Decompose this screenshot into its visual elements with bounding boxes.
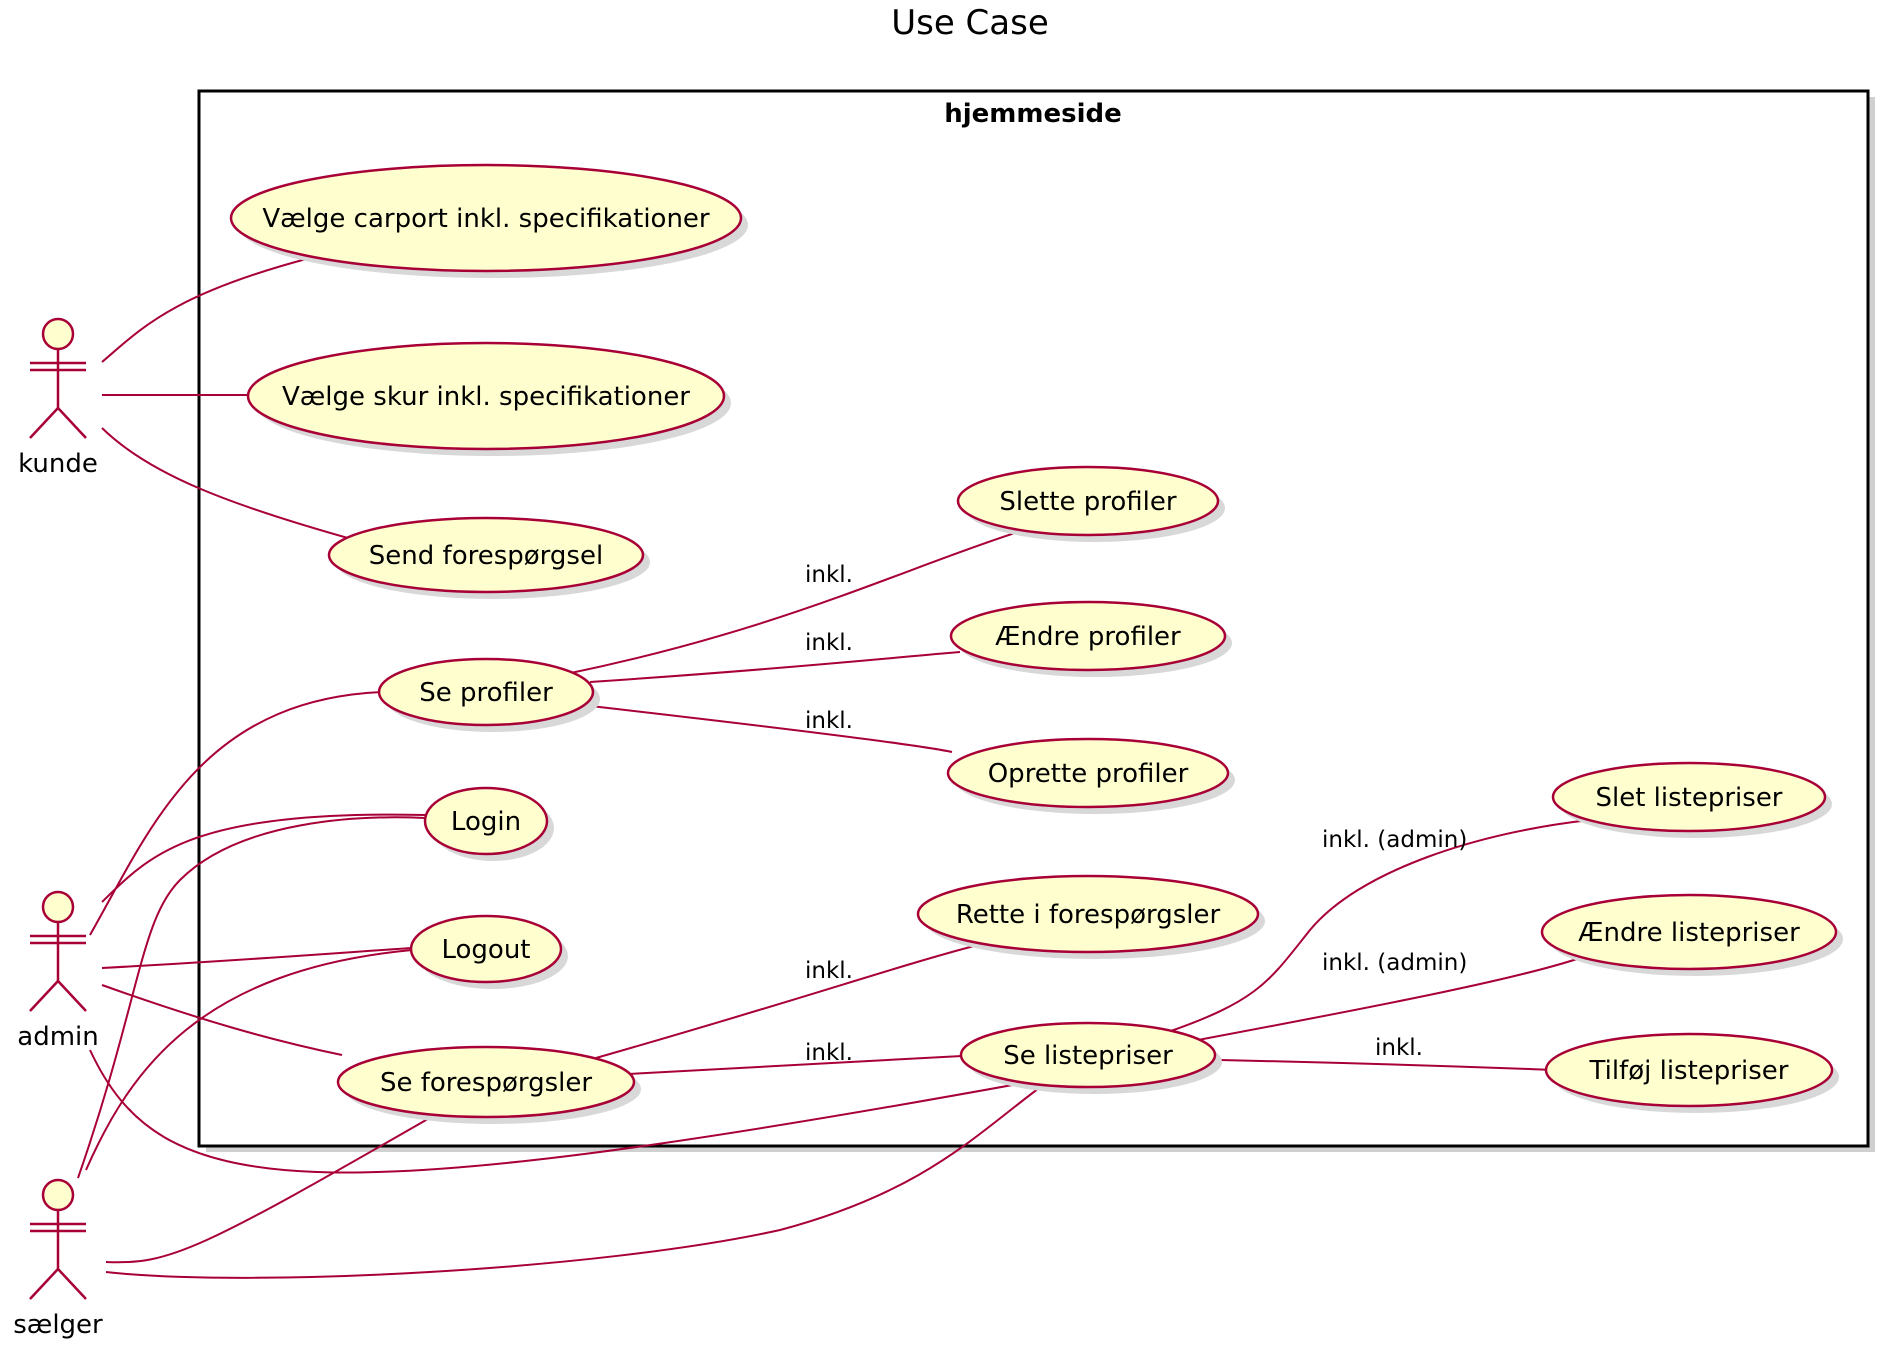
- usecase-login[interactable]: Login: [423, 786, 554, 861]
- usecase-label: Slet listepriser: [1595, 783, 1782, 813]
- package-label: hjemmeside: [944, 99, 1122, 129]
- usecase-slette-profiler[interactable]: Slette profiler: [956, 465, 1225, 542]
- usecase-slet-listepriser[interactable]: Slet listepriser: [1551, 761, 1832, 838]
- actor-label: sælger: [13, 1310, 103, 1340]
- edge-seforesporgsler-rette: [581, 944, 979, 1063]
- edge-labels: inkl. inkl. inkl. inkl. inkl. inkl. (adm…: [805, 562, 1467, 1066]
- usecase-label: Ændre profiler: [995, 622, 1181, 652]
- edge-saelger-logout: [85, 949, 413, 1171]
- usecase-valge-skur[interactable]: Vælge skur inkl. specifikationer: [246, 341, 731, 456]
- actor-label: kunde: [18, 449, 98, 479]
- edge-admin-login: [101, 813, 426, 903]
- edge-label-oprette: inkl.: [805, 708, 853, 734]
- usecase-label: Send forespørgsel: [369, 541, 603, 571]
- actor-saelger[interactable]: sælger: [13, 1178, 103, 1340]
- edge-seforesporgsler-selistepriser: [627, 1055, 963, 1075]
- edge-label-rette: inkl.: [805, 958, 853, 984]
- edge-seprofiler-oprette: [581, 704, 953, 753]
- edge-label-slette: inkl.: [805, 562, 853, 588]
- usecase-oprette-profiler[interactable]: Oprette profiler: [946, 737, 1235, 814]
- edge-seprofiler-slette: [565, 531, 1019, 675]
- usecase-se-listepriser[interactable]: Se listepriser: [959, 1021, 1222, 1094]
- edge-saelger-seforesporgsler: [105, 1111, 441, 1264]
- edge-seprofiler-aendre: [589, 651, 961, 683]
- edge-selistepriser-aendre: [1197, 957, 1581, 1041]
- edge-admin-logout: [101, 947, 413, 969]
- edge-kunde-carport: [101, 257, 311, 363]
- actor-kunde[interactable]: kunde: [18, 317, 98, 479]
- actor-admin[interactable]: admin: [17, 890, 99, 1052]
- usecase-label: Oprette profiler: [988, 759, 1189, 789]
- usecase-aendre-listepriser[interactable]: Ændre listepriser: [1540, 893, 1843, 976]
- edge-kunde-send: [101, 427, 356, 541]
- usecase-logout[interactable]: Logout: [409, 914, 568, 989]
- usecase-label: Se listepriser: [1003, 1041, 1173, 1071]
- usecase-label: Se profiler: [419, 678, 553, 708]
- usecase-label: Slette profiler: [999, 487, 1176, 517]
- usecase-label: Login: [451, 807, 521, 837]
- edge-saelger-selistepriser: [105, 1079, 1051, 1279]
- usecase-label: Tilføj listepriser: [1589, 1056, 1789, 1086]
- diagram-title: Use Case: [891, 3, 1049, 43]
- usecase-se-profiler[interactable]: Se profiler: [377, 657, 600, 732]
- usecase-valge-carport[interactable]: Vælge carport inkl. specifikationer: [229, 163, 748, 278]
- edge-selistepriser-tilfoj: [1219, 1059, 1557, 1071]
- usecase-send-foresporgsel[interactable]: Send forespørgsel: [327, 516, 650, 599]
- usecase-rette-foresporgsler[interactable]: Rette i forespørgsler: [916, 874, 1265, 959]
- edge-selistepriser-slet: [1167, 819, 1591, 1033]
- usecase-label: Logout: [441, 935, 530, 965]
- edge-label-aendre-listepriser: inkl. (admin): [1322, 950, 1467, 976]
- usecase-label: Ændre listepriser: [1578, 918, 1800, 948]
- associations: [77, 257, 1591, 1279]
- edge-label-slet-listepriser: inkl. (admin): [1322, 827, 1467, 853]
- usecase-tilfoj-listepriser[interactable]: Tilføj listepriser: [1544, 1032, 1839, 1113]
- actor-label: admin: [17, 1022, 98, 1052]
- usecase-label: Se forespørgsler: [380, 1068, 592, 1098]
- usecase-label: Rette i forespørgsler: [956, 900, 1221, 930]
- edge-admin-selistepriser: [89, 1049, 1041, 1174]
- edge-label-aendre: inkl.: [805, 630, 853, 656]
- usecase-aendre-profiler[interactable]: Ændre profiler: [949, 600, 1232, 677]
- usecase-label: Vælge carport inkl. specifikationer: [262, 204, 710, 234]
- edge-label-selistepriser: inkl.: [805, 1040, 853, 1066]
- edge-admin-seforesporgsler: [101, 984, 343, 1056]
- edge-saelger-login: [77, 816, 426, 1179]
- usecase-label: Vælge skur inkl. specifikationer: [282, 382, 690, 412]
- usecase-se-foresporgsler[interactable]: Se forespørgsler: [336, 1045, 641, 1124]
- edge-label-tilfoj-listepriser: inkl.: [1375, 1035, 1423, 1061]
